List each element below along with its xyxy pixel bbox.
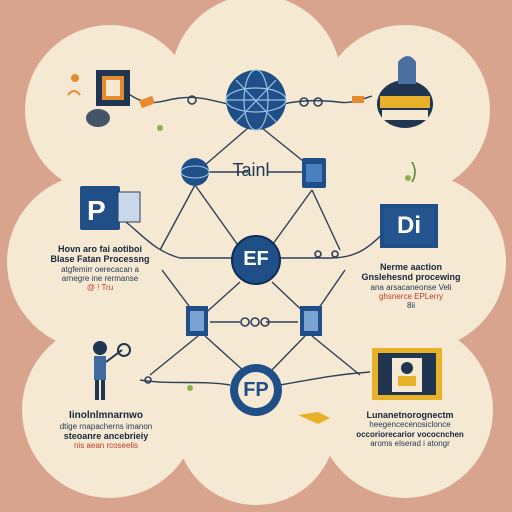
bottom-left-text-block: Iinolnlmnarnwo dtige rnapacherns imanon …: [40, 410, 172, 450]
left-text-line-1: Hovn aro fai aotiboi: [57, 244, 142, 254]
accent-marks: [67, 74, 411, 424]
left-text-block: Hovn aro fai aotiboi Blase Fatan Process…: [40, 244, 160, 292]
left-text-line-4: arnegre ine rermanse: [61, 273, 139, 283]
top-label: Tainl: [232, 160, 270, 180]
svg-text:P: P: [87, 195, 106, 226]
bottom-right-text-line-3: occoriorecarior vococnchen: [356, 429, 464, 439]
document-stack-icon: [302, 158, 326, 188]
bottom-left-text-line-1: Iinolnlmnarnwo: [69, 410, 143, 421]
bottom-left-text-line-3: steoanre ancebrieiy: [63, 430, 149, 441]
right-text-line-4: ghsnerce EPLerry: [378, 291, 444, 301]
p-document-icon: P: [80, 186, 141, 230]
person-with-lamp-icon: [93, 341, 131, 400]
right-text-line-5: 8ii: [406, 301, 415, 311]
right-text-line-1: Nerme aaction: [379, 262, 443, 272]
bottom-right-text-line-1: Lunanetnorognectm: [366, 410, 454, 420]
bottom-right-text-block: Lunanetnorognectm heegencecenosiclonce o…: [344, 410, 476, 448]
globe-small-icon: [180, 158, 210, 186]
laptop-user-icon: [86, 70, 130, 127]
ef-hub-icon: [231, 235, 281, 285]
svg-text:ee: ee: [392, 119, 400, 126]
bottom-left-text-line-4: nis aean rcoseelis: [73, 441, 139, 451]
di-screen-icon: [380, 161, 438, 248]
right-text-block: Nerme aaction Gnslehesnd procewing ana a…: [352, 262, 470, 310]
link-nodes: [144, 95, 339, 384]
right-text-line-2: Gnslehesnd procewing: [361, 272, 461, 283]
left-text-line-2: Blase Fatan Processng: [50, 254, 150, 265]
laptop-person-icon: ee: [377, 56, 433, 128]
globe-icon: [225, 69, 287, 131]
left-text-line-5: @ ! Tru: [86, 283, 114, 293]
monitor-avatar-icon: [372, 348, 442, 400]
bottom-right-text-line-2: heegencecenosiclonce: [369, 420, 451, 430]
left-text-line-3: atgfemirr oerecacan a: [61, 264, 139, 274]
hub-label: EF: [243, 248, 269, 270]
document-left-icon: [186, 306, 208, 336]
fp-badge-icon: [230, 364, 282, 416]
right-text-line-3: ana arsacaneonse Veli: [370, 282, 452, 292]
bottom-left-text-line-2: dtige rnapacherns imanon: [59, 421, 153, 431]
di-screen-label: Di: [397, 212, 421, 239]
fp-badge-label: FP: [243, 379, 269, 401]
document-right-icon: [300, 306, 322, 336]
bottom-right-text-line-4: aroms elserad i atongr: [370, 438, 450, 448]
connection-lines: [109, 91, 401, 386]
